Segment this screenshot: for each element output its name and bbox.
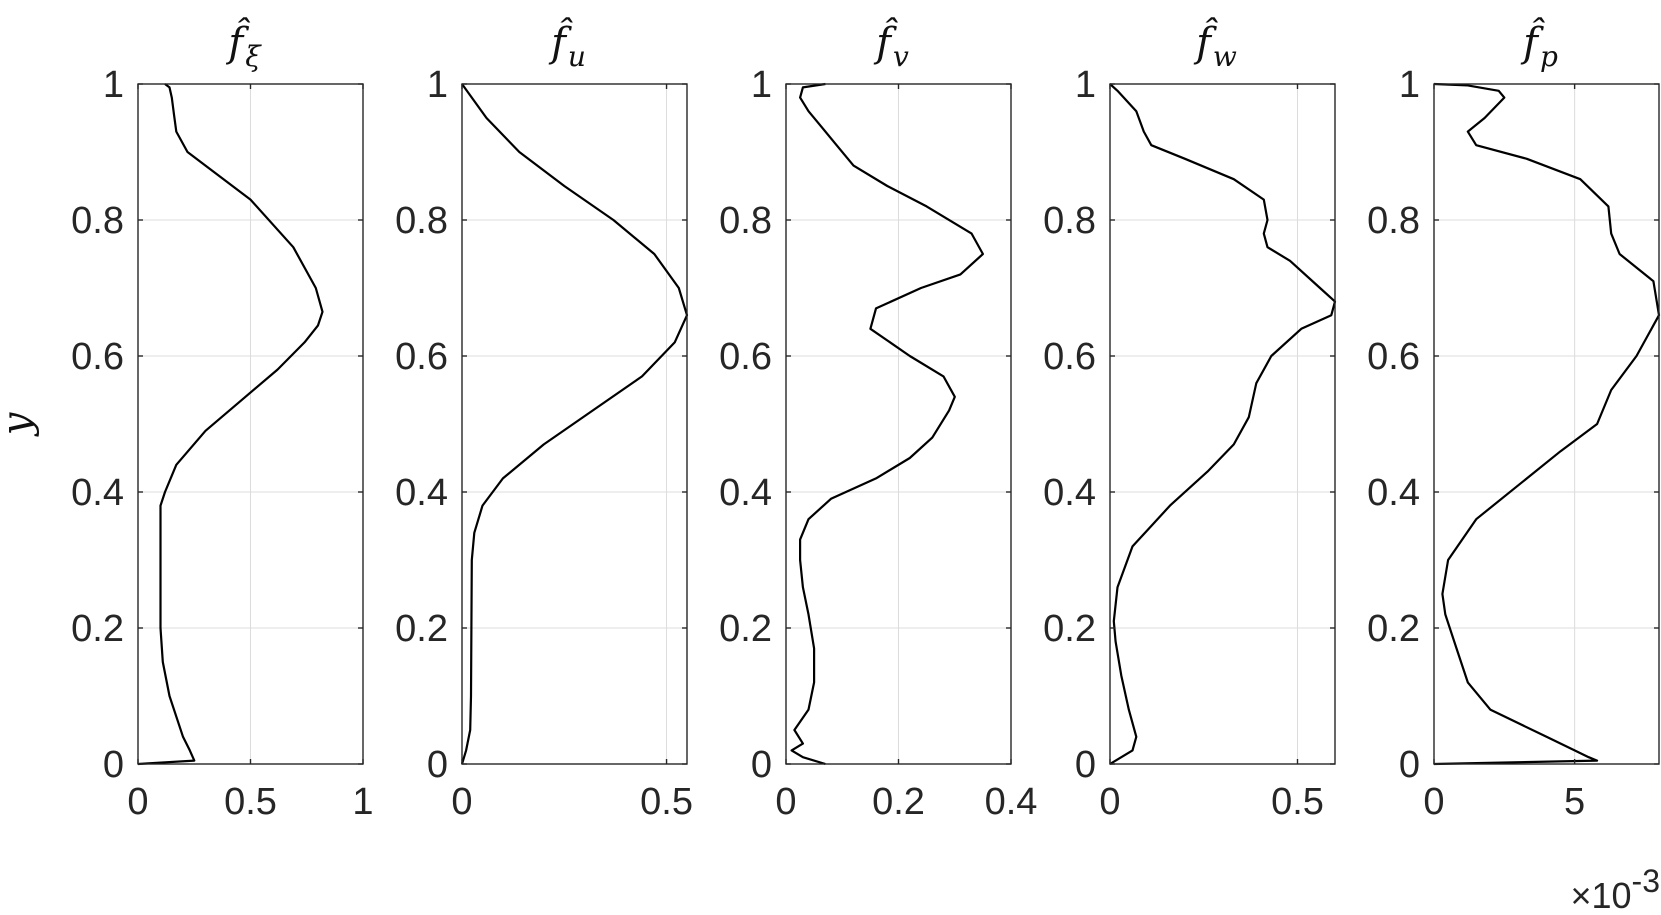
- y-tick-label: 0.2: [719, 608, 772, 650]
- y-tick-label: 0.8: [719, 200, 772, 242]
- y-tick-label: 0.6: [1367, 336, 1420, 378]
- y-tick-label: 1: [1075, 64, 1096, 106]
- y-tick-label: 0.4: [1043, 472, 1096, 514]
- x-tick-label: 0.5: [1271, 781, 1324, 823]
- y-tick-label: 0: [751, 744, 772, 786]
- y-tick-label: 0.8: [395, 200, 448, 242]
- y-axis-label: y: [0, 411, 40, 437]
- subplot-4: 0 0.2 0.4 0.6 0.8 1 0 0.5 f̂w: [1043, 18, 1337, 823]
- y-tick-label: 0.2: [1043, 608, 1096, 650]
- x-tick-label: 0.4: [985, 781, 1038, 823]
- subplot-5: 0 0.2 0.4 0.6 0.8 1 0 5 f̂p ×10-3: [1367, 18, 1661, 915]
- x-tick-label: 0: [1099, 781, 1120, 823]
- y-tick-label: 1: [103, 64, 124, 106]
- y-tick-label: 0: [427, 744, 448, 786]
- x-tick-label: 5: [1564, 781, 1585, 823]
- y-tick-label: 0.4: [71, 472, 124, 514]
- y-tick-label: 0.2: [1367, 608, 1420, 650]
- y-tick-label: 0: [1075, 744, 1096, 786]
- subplot-2: 0 0.2 0.4 0.6 0.8 1 0 0.5 f̂u: [395, 18, 693, 823]
- y-tick-label: 0.6: [71, 336, 124, 378]
- x-tick-label: 0: [775, 781, 796, 823]
- y-tick-label: 0.6: [395, 336, 448, 378]
- x-tick-label: 0: [451, 781, 472, 823]
- y-tick-label: 0.2: [395, 608, 448, 650]
- subplot-3: 0 0.2 0.4 0.6 0.8 1 0 0.2 0.4 f̂v: [719, 18, 1037, 823]
- y-tick-label: 1: [427, 64, 448, 106]
- y-tick-label: 0.4: [719, 472, 772, 514]
- series-line: [1109, 83, 1337, 765]
- x-exponent-label: ×10-3: [1570, 863, 1660, 915]
- x-tick-label: 1: [352, 781, 373, 823]
- y-tick-label: 0.6: [1043, 336, 1096, 378]
- x-tick-label: 0.5: [224, 781, 277, 823]
- series-line: [790, 82, 985, 766]
- subplot-title: f̂v: [873, 18, 909, 73]
- y-tick-label: 0: [1399, 744, 1420, 786]
- x-tick-label: 0.5: [640, 781, 693, 823]
- subplot-title: f̂ξ: [225, 18, 262, 73]
- y-tick-label: 0.2: [71, 608, 124, 650]
- axes-box: [1109, 83, 1336, 765]
- x-tick-label: 0: [127, 781, 148, 823]
- y-tick-label: 0.8: [1043, 200, 1096, 242]
- axes-box: [461, 83, 688, 765]
- y-tick-label: 0.4: [395, 472, 448, 514]
- subplot-title: f̂w: [1193, 18, 1237, 73]
- y-tick-label: 0.8: [71, 200, 124, 242]
- x-tick-label: 0.2: [872, 781, 925, 823]
- y-tick-label: 0.8: [1367, 200, 1420, 242]
- x-tick-label: 0: [1423, 781, 1444, 823]
- subplot-title: f̂u: [548, 18, 586, 73]
- axes-box: [1433, 83, 1660, 765]
- y-tick-label: 0.4: [1367, 472, 1420, 514]
- series-line: [1433, 82, 1661, 766]
- y-tick-label: 1: [1399, 64, 1420, 106]
- y-tick-label: 1: [751, 64, 772, 106]
- subplot-1: 0 0.2 0.4 0.6 0.8 1 0 0.5 1 f̂ξ y: [0, 18, 374, 823]
- subplot-title: f̂p: [1520, 18, 1558, 73]
- series-line: [460, 83, 689, 765]
- series-line: [137, 83, 324, 766]
- y-tick-label: 0.6: [719, 336, 772, 378]
- y-tick-label: 0: [103, 744, 124, 786]
